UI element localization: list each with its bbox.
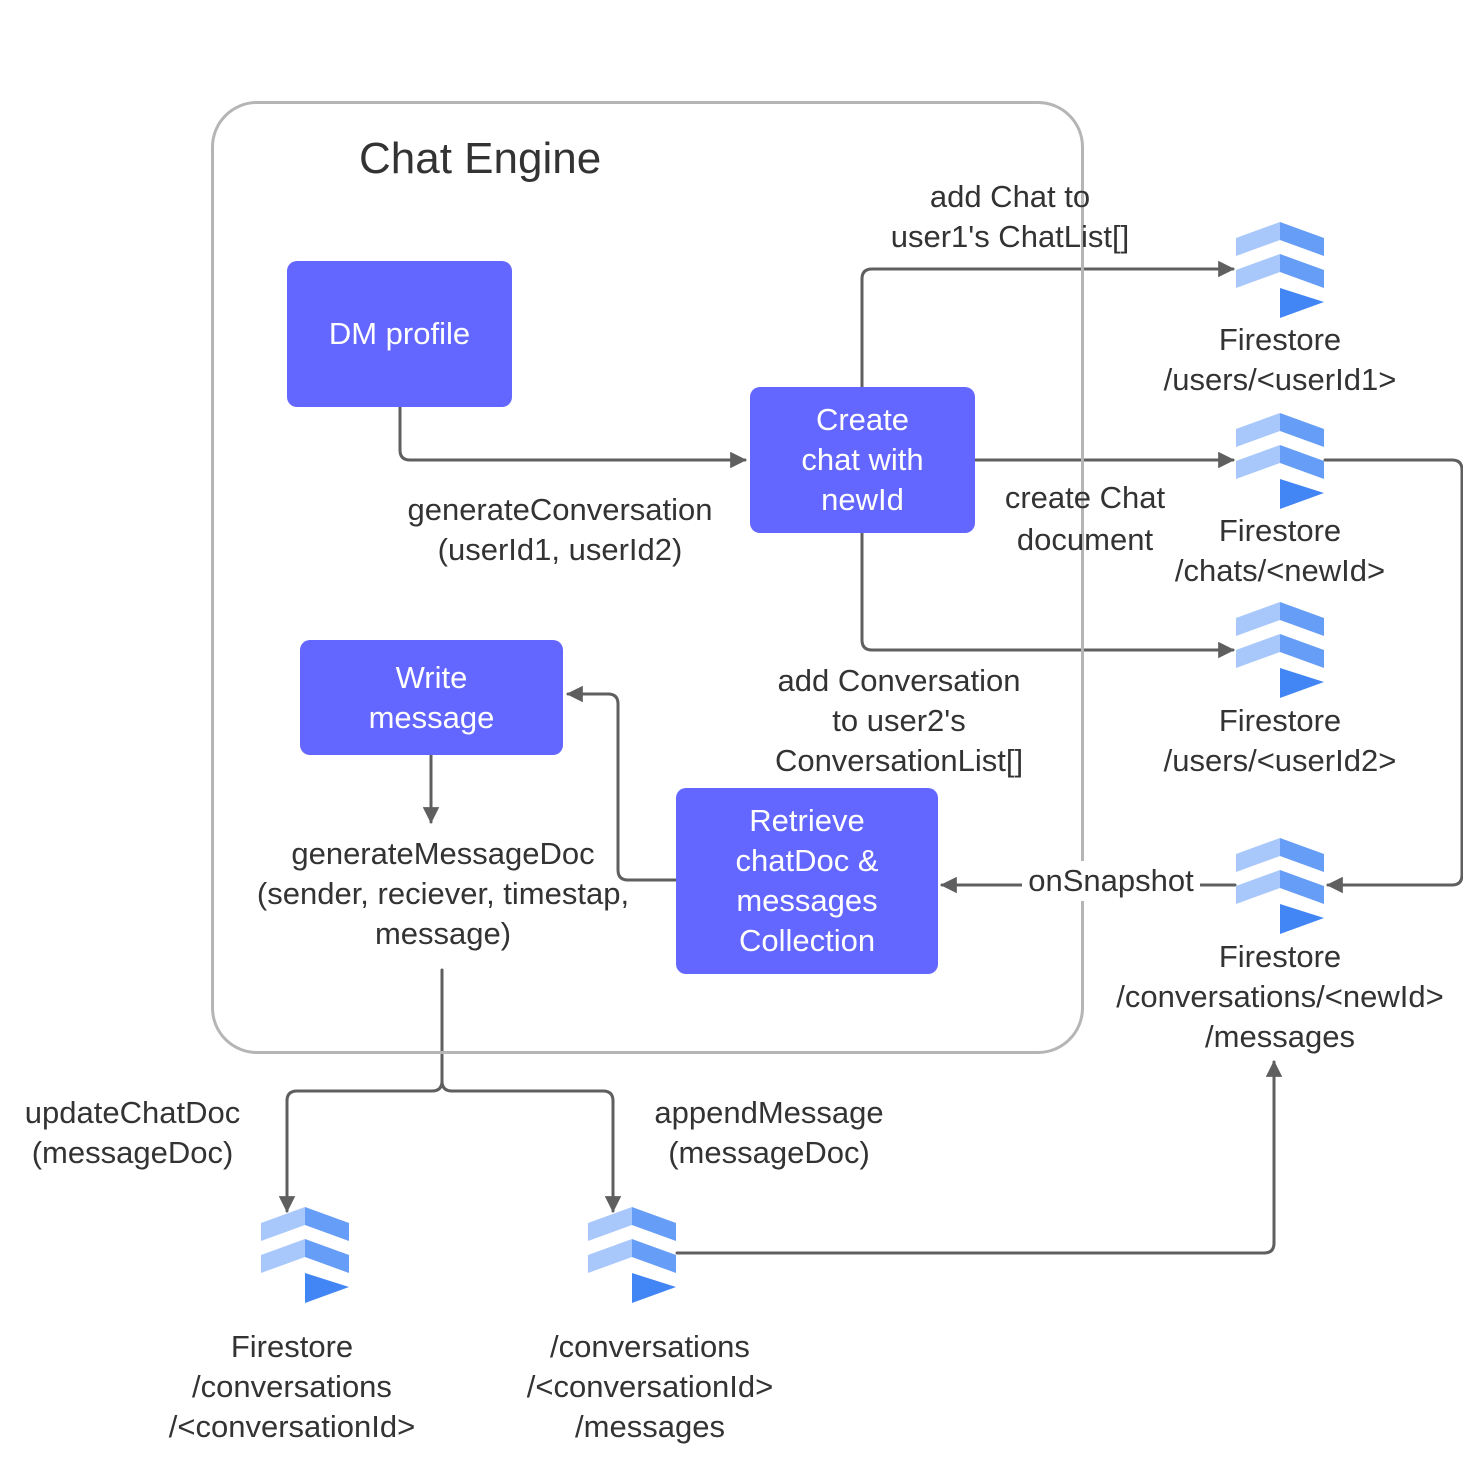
label-line: /<conversationId>: [168, 1409, 416, 1444]
retrieve-node[interactable]: Retrieve chatDoc & messages Collection: [676, 788, 938, 974]
label-line: /users/<userId2>: [1163, 743, 1397, 778]
firestore-users-user2-label: Firestore /users/<userId2>: [1130, 701, 1430, 781]
label-line: (messageDoc): [668, 1135, 870, 1170]
label-line: (userId1, userId2): [437, 532, 683, 567]
edge-retrieve-to-write: [566, 685, 678, 882]
label-line: /chats/<newId>: [1174, 553, 1386, 588]
add-chat-label: add Chat to user1's ChatList[]: [860, 177, 1160, 257]
label-line: to user2's: [832, 703, 966, 738]
label-line: Firestore: [1218, 513, 1342, 548]
write-message-line: message: [368, 699, 495, 735]
label-line: message): [374, 916, 512, 951]
retrieve-line: messages: [736, 883, 878, 918]
edge-dm-to-create: [398, 405, 747, 469]
label-line: /conversations: [192, 1369, 392, 1404]
edge-chats-to-conversations: [1323, 458, 1463, 894]
label-line: /users/<userId1>: [1163, 362, 1397, 397]
firestore-icon: [1236, 222, 1324, 318]
label-line: updateChatDoc: [24, 1095, 241, 1130]
label-line: user1's ChatList[]: [890, 219, 1130, 254]
chat-engine-container: [211, 101, 1084, 1054]
firestore-chats-label: Firestore /chats/<newId>: [1130, 511, 1430, 591]
firestore-users-user1-label: Firestore /users/<userId1>: [1130, 320, 1430, 400]
label-line: document: [1016, 522, 1154, 557]
label-line: /conversations/<newId>: [1116, 979, 1444, 1014]
firestore-icon: [1236, 838, 1324, 934]
create-chat-line: chat with: [801, 442, 924, 477]
create-chat-node[interactable]: Create chat with newId: [750, 387, 975, 533]
chat-engine-title: Chat Engine: [359, 134, 602, 183]
label-line: create Chat: [1004, 480, 1166, 515]
label-line: add Conversation: [777, 663, 1021, 698]
label-line: Firestore: [230, 1329, 354, 1364]
label-line: appendMessage: [654, 1095, 884, 1130]
conversations-convid-messages-label: /conversations /<conversationId> /messag…: [500, 1327, 800, 1447]
firestore-icon: [1236, 602, 1324, 698]
generate-conversation-label: generateConversation (userId1, userId2): [390, 490, 730, 570]
create-chat-line: newId: [821, 482, 904, 517]
append-message-label: appendMessage (messageDoc): [638, 1093, 900, 1173]
retrieve-line: Retrieve: [749, 803, 865, 838]
create-chat-document-label: create Chat document: [985, 477, 1185, 561]
retrieve-line: chatDoc &: [735, 843, 879, 878]
on-snapshot-label: onSnapshot: [1022, 861, 1200, 901]
create-chat-line: Create: [815, 402, 910, 437]
retrieve-line: Collection: [738, 923, 876, 958]
label-line: /<conversationId>: [526, 1369, 774, 1404]
label-line: add Chat to: [929, 179, 1091, 214]
label-line: Firestore: [1218, 703, 1342, 738]
firestore-icon: [588, 1207, 676, 1303]
label-line: ConversationList[]: [774, 743, 1024, 778]
label-line: Firestore: [1218, 939, 1342, 974]
label-line: /messages: [1205, 1019, 1355, 1054]
firestore-icon: [261, 1207, 349, 1303]
write-message-node[interactable]: Write message: [300, 640, 563, 755]
label-line: (sender, reciever, timestap,: [256, 876, 630, 911]
label-line: /messages: [575, 1409, 725, 1444]
add-conversation-label: add Conversation to user2's Conversation…: [750, 661, 1048, 781]
generate-message-doc-label: generateMessageDoc (sender, reciever, ti…: [238, 834, 648, 954]
label-line: onSnapshot: [1028, 863, 1194, 898]
label-line: generateMessageDoc: [291, 836, 595, 871]
label-line: (messageDoc): [31, 1135, 234, 1170]
write-message-line: Write: [395, 659, 468, 695]
edge-create-to-users-user2: [860, 531, 1235, 659]
dm-profile-label: DM profile: [328, 316, 471, 351]
edge-create-to-users-user1: [860, 260, 1235, 389]
edge-append-to-conversations: [675, 1060, 1283, 1255]
update-chat-doc-label: updateChatDoc (messageDoc): [10, 1093, 255, 1173]
label-line: /conversations: [550, 1329, 750, 1364]
firestore-conversations-convid-label: Firestore /conversations /<conversationI…: [142, 1327, 442, 1447]
label-line: Firestore: [1218, 322, 1342, 357]
firestore-icon: [1236, 413, 1324, 509]
firestore-conversations-messages-label: Firestore /conversations/<newId> /messag…: [1098, 937, 1462, 1057]
edge-generate-doc-to-append: [440, 1079, 622, 1213]
label-line: generateConversation: [407, 492, 713, 527]
dm-profile-node[interactable]: DM profile: [287, 261, 512, 407]
